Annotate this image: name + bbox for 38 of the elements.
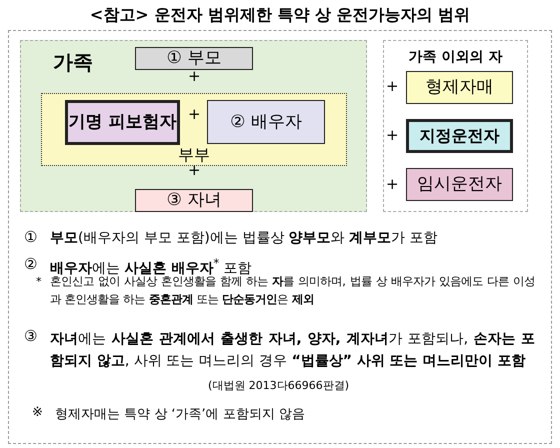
plus-sign: + (188, 107, 201, 122)
footnote-mark: * (36, 275, 42, 288)
person-box (406, 71, 513, 104)
note-text: 배우자에는 사실혼 배우자$^{*}$ 포함 (50, 256, 252, 277)
plus-sign: + (188, 69, 201, 84)
insured-box (406, 119, 513, 153)
non-family-panel (383, 40, 528, 212)
group-heading: 가족 이외의 자 (408, 48, 504, 66)
plus-sign: + (386, 128, 399, 143)
box-label: ② 배우자 (230, 112, 302, 132)
couple-band (41, 93, 347, 166)
note-number: ③ (24, 327, 38, 345)
person-box (207, 100, 325, 144)
plus-sign: + (188, 163, 201, 178)
band-label: 부부 (177, 147, 211, 163)
group-heading: 가족 (53, 49, 93, 76)
person-box (135, 47, 253, 70)
note-text: 부모(배우자의 부모 포함)에는 법률상 양부모와 계부모가 포함 (50, 229, 439, 247)
box-label: 기명 피보험자 (68, 113, 176, 132)
note-text: 형제자매는 특약 상 ‘가족’에 포함되지 않음 (55, 406, 305, 423)
family-panel (20, 40, 367, 212)
title: <참고> 운전자 범위제한 특약 상 운전가능자의 범위 (88, 5, 472, 26)
plus-sign: + (386, 177, 399, 192)
note-number: ① (24, 228, 38, 246)
insured-box (65, 100, 180, 145)
box-label: 형제자매 (426, 78, 494, 97)
reference-mark: ※ (32, 405, 43, 420)
person-box (135, 189, 253, 212)
box-label: ③ 자녀 (166, 191, 222, 210)
footnote-text: 혼인신고 없이 사실상 혼인생활을 함께 하는 자를 의미하며, 법률 상 배우자가 있음에도 다른 이성과 혼인생활을 하는 중혼관계 또는 단순동거인은 제외 (50, 274, 535, 308)
note-text: 자녀에는 사실혼 관계에서 출생한 자녀, 양자, 계자녀가 포함되나, 손자는 포함되지 않고, 사위 또는 며느리의 경우 “법률상” 사위 또는 며느리만이 포함 (50, 330, 535, 372)
box-label: 지정운전자 (420, 127, 500, 145)
plus-sign: + (386, 79, 399, 94)
person-box (406, 168, 513, 201)
box-label: 임시운전자 (417, 175, 502, 194)
box-label: ① 부모 (166, 49, 222, 68)
citation: (대법원 2013다66966판결) (208, 378, 350, 393)
note-number: ② (24, 255, 38, 273)
